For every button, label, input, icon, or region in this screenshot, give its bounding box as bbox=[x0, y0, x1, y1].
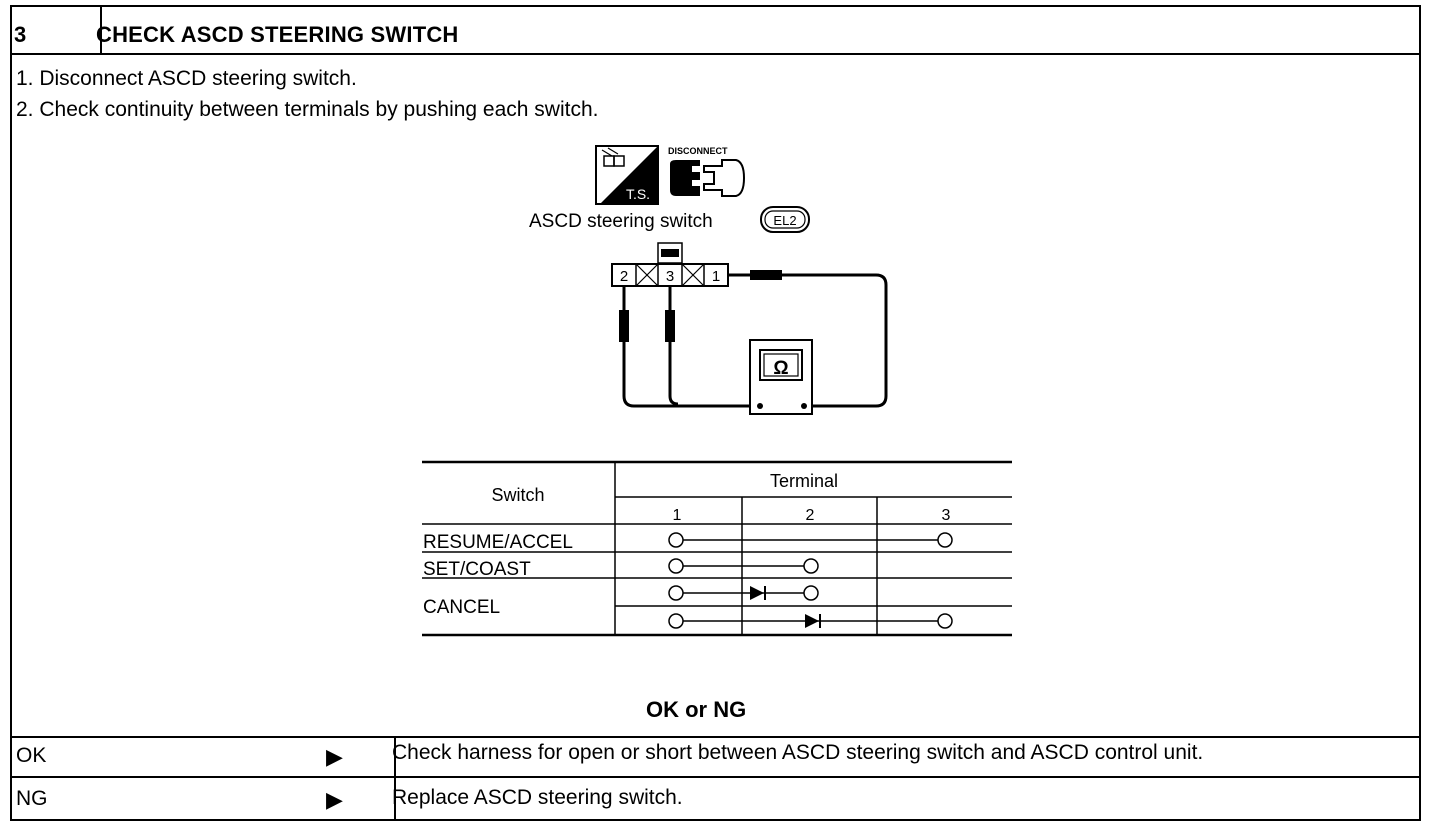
switch-cancel: CANCEL bbox=[423, 597, 500, 618]
header-divider bbox=[12, 53, 1419, 55]
terminal-col-2: 2 bbox=[806, 507, 815, 524]
probe-2 bbox=[619, 310, 629, 342]
connection-cancel-1-2 bbox=[668, 585, 819, 601]
step-number: 3 bbox=[14, 22, 27, 47]
component-label: ASCD steering switch bbox=[529, 211, 713, 232]
probe-3 bbox=[665, 310, 675, 342]
ohmmeter-icon: Ω bbox=[749, 339, 813, 415]
step-title: CHECK ASCD STEERING SWITCH bbox=[96, 22, 459, 47]
ts-label: T.S. bbox=[626, 186, 650, 202]
terminal-col-3: 3 bbox=[942, 507, 951, 524]
terminal-col-1: 1 bbox=[673, 507, 682, 524]
terminal-header: Terminal bbox=[770, 471, 838, 491]
header-column-divider bbox=[100, 7, 102, 53]
result-ok-arrow-icon: ▶ bbox=[326, 744, 343, 769]
continuity-table: Switch Terminal 1 2 3 RESUME/ACCEL SET/C… bbox=[422, 460, 1012, 637]
results-row-divider bbox=[12, 776, 1419, 778]
result-ng-arrow-icon: ▶ bbox=[326, 787, 343, 812]
result-ok-label: OK bbox=[16, 744, 47, 767]
disconnect-label: DISCONNECT bbox=[668, 146, 728, 156]
result-ng-label: NG bbox=[16, 787, 48, 810]
harness-code: EL2 bbox=[773, 213, 796, 228]
connection-set-1-2 bbox=[668, 558, 819, 574]
results-column-divider bbox=[394, 736, 396, 821]
connector-disconnect-icon: DISCONNECT bbox=[668, 146, 746, 197]
terminal-1-label: 1 bbox=[712, 268, 720, 285]
ok-or-ng-prompt: OK or NG bbox=[646, 697, 747, 722]
ohm-symbol: Ω bbox=[773, 358, 788, 379]
instruction-1: 1. Disconnect ASCD steering switch. bbox=[16, 67, 357, 90]
switch-resume-accel: RESUME/ACCEL bbox=[423, 532, 573, 553]
tester-leads bbox=[622, 273, 888, 408]
connection-resume-1-3 bbox=[668, 532, 953, 548]
connection-cancel-1-3 bbox=[668, 613, 953, 629]
probe-1 bbox=[750, 270, 782, 280]
result-ok-action: Check harness for open or short between … bbox=[392, 741, 1204, 764]
switch-header: Switch bbox=[491, 485, 544, 505]
harness-code-badge: EL2 bbox=[760, 206, 810, 233]
switch-connector: 2 3 1 bbox=[611, 242, 729, 287]
terminal-3-label: 3 bbox=[666, 268, 674, 285]
switch-set-coast: SET/COAST bbox=[423, 559, 531, 580]
instruction-2: 2. Check continuity between terminals by… bbox=[16, 98, 599, 121]
results-top-divider bbox=[12, 736, 1419, 738]
test-terminal-icon: T.S. bbox=[595, 145, 659, 205]
terminal-2-label: 2 bbox=[620, 268, 628, 285]
result-ng-action: Replace ASCD steering switch. bbox=[392, 786, 683, 809]
procedure-frame bbox=[10, 5, 1421, 821]
